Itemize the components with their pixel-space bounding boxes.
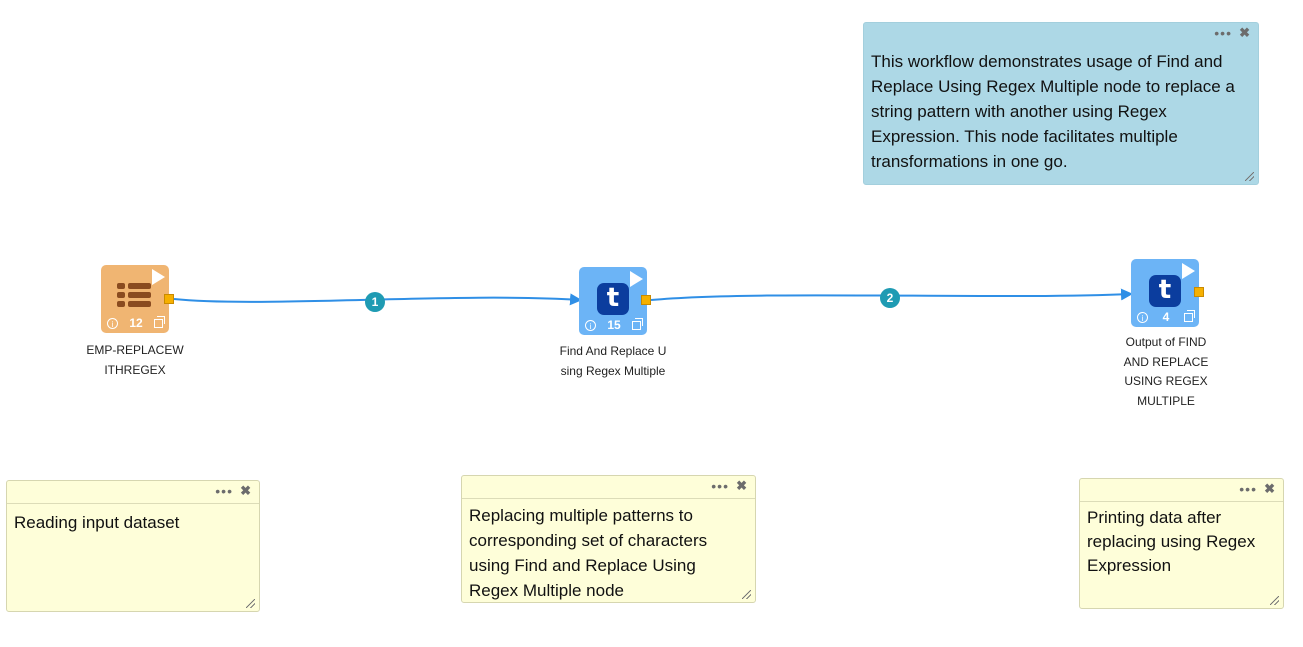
more-options-icon[interactable] [711, 478, 729, 494]
note-toolbar [7, 481, 259, 504]
node-find-replace[interactable]: t i 15 [579, 267, 647, 335]
run-icon[interactable] [152, 269, 165, 285]
edge-2-number: 2 [887, 291, 894, 305]
node-count: 12 [129, 316, 143, 330]
input-note[interactable]: Reading input dataset [6, 480, 260, 612]
copy-icon[interactable] [153, 315, 165, 328]
note-toolbar [864, 23, 1258, 45]
node-find-replace-label: Find And Replace Using Regex Multiple [559, 344, 667, 378]
node-footer: i 4 [1137, 309, 1195, 324]
close-icon[interactable] [240, 482, 251, 500]
note-text[interactable]: Replacing multiple patterns to correspon… [469, 506, 708, 600]
more-options-icon[interactable] [215, 483, 233, 499]
note-text[interactable]: Printing data after replacing using Rege… [1087, 508, 1256, 575]
info-icon[interactable]: i [107, 317, 118, 329]
node-count: 4 [1162, 310, 1170, 324]
description-note[interactable]: This workflow demonstrates usage of Find… [863, 22, 1259, 185]
node-footer: i 15 [585, 317, 643, 332]
node-input-dataset[interactable]: i 12 [101, 265, 169, 333]
note-text[interactable]: This workflow demonstrates usage of Find… [871, 52, 1235, 171]
edge-2-badge[interactable]: 2 [880, 288, 900, 308]
resize-grip-icon[interactable] [246, 599, 255, 608]
copy-icon[interactable] [1184, 309, 1195, 322]
output-node-port[interactable] [1194, 287, 1204, 297]
resize-grip-icon[interactable] [1270, 596, 1279, 605]
output-note[interactable]: Printing data after replacing using Rege… [1079, 478, 1284, 609]
run-icon[interactable] [1182, 263, 1195, 279]
info-icon[interactable]: i [1137, 311, 1148, 323]
close-icon[interactable] [1239, 24, 1250, 42]
resize-grip-icon[interactable] [1245, 172, 1254, 181]
info-icon[interactable]: i [585, 319, 596, 331]
transform-t-icon: t [597, 283, 629, 315]
note-text[interactable]: Reading input dataset [14, 513, 180, 532]
note-toolbar [1080, 479, 1283, 502]
more-options-icon[interactable] [1239, 481, 1257, 497]
close-icon[interactable] [736, 477, 747, 495]
more-options-icon[interactable] [1214, 25, 1232, 41]
run-icon[interactable] [630, 271, 643, 287]
table-icon [117, 281, 153, 311]
edge-1-badge[interactable]: 1 [365, 292, 385, 312]
copy-icon[interactable] [631, 317, 643, 330]
resize-grip-icon[interactable] [742, 590, 751, 599]
note-toolbar [462, 476, 755, 499]
close-icon[interactable] [1264, 480, 1275, 498]
transform-node-output-port[interactable] [641, 295, 651, 305]
transform-note[interactable]: Replacing multiple patterns to correspon… [461, 475, 756, 603]
node-output[interactable]: t i 4 [1131, 259, 1199, 327]
node-output-label: Output of FIND AND REPLACE USING REGEX M… [1123, 335, 1209, 408]
node-input-label: EMP-REPLACEWITHREGEX [86, 343, 184, 377]
node-count: 15 [607, 318, 621, 332]
input-node-output-port[interactable] [164, 294, 174, 304]
node-footer: i 12 [107, 315, 165, 330]
edge-1-number: 1 [372, 295, 379, 309]
transform-t-icon: t [1149, 275, 1181, 307]
